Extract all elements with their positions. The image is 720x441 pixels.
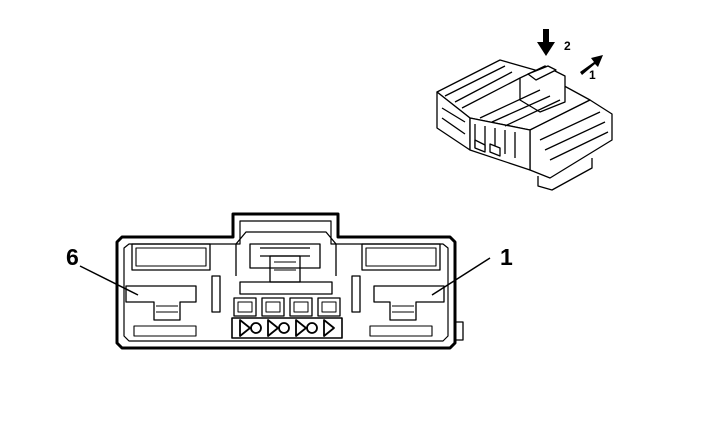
center-cavities xyxy=(233,297,341,317)
iso-connector xyxy=(436,59,613,191)
arrow-diagonal-label: 1 xyxy=(589,68,596,82)
arrow-down-icon xyxy=(537,29,555,56)
leader-line-right xyxy=(431,257,491,296)
front-connector xyxy=(115,212,464,350)
pin-label-left: 6 xyxy=(66,244,79,270)
arrow-down-label: 2 xyxy=(564,39,571,53)
leader-line-left xyxy=(79,265,139,296)
arrow-diagonal-icon xyxy=(580,55,603,75)
pin-label-right: 1 xyxy=(500,244,513,270)
